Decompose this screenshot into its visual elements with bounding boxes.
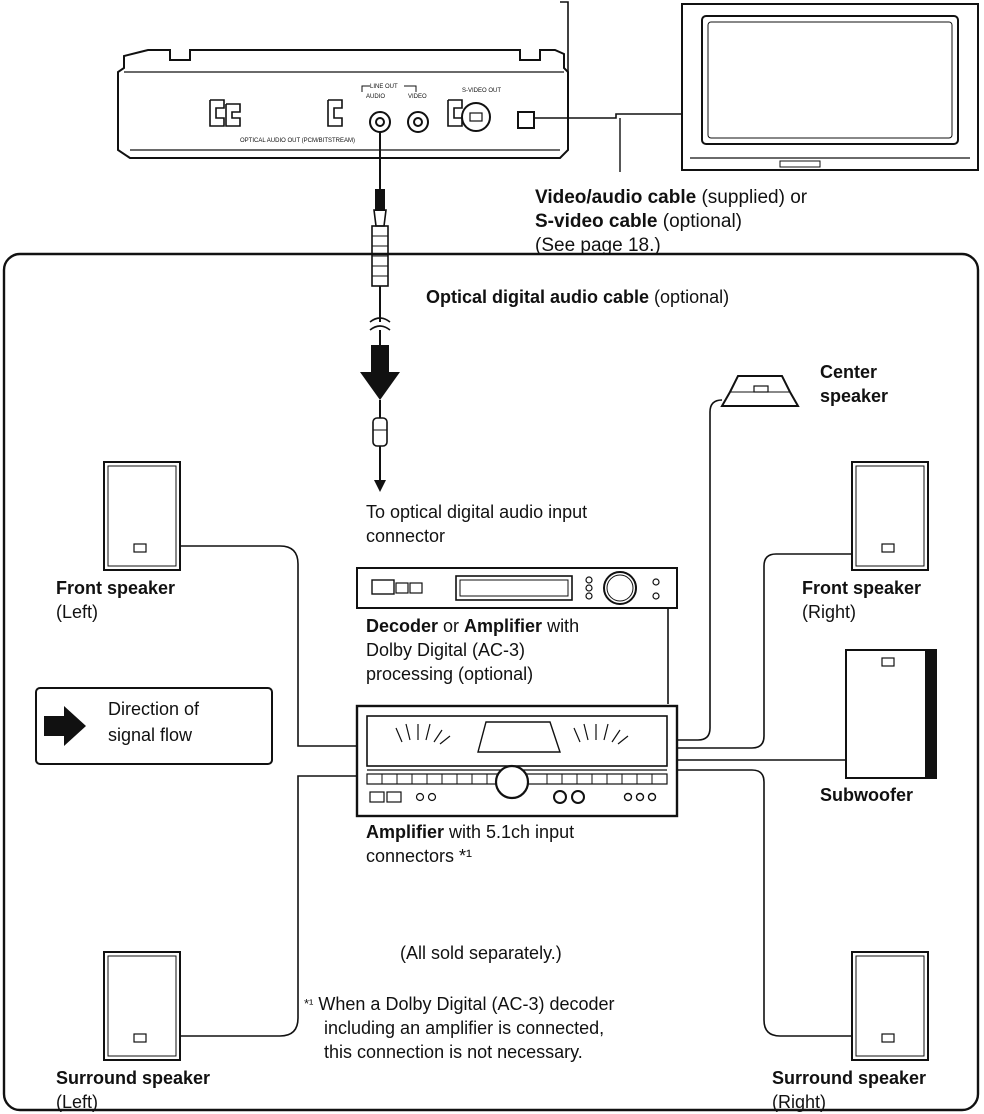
front-left-speaker bbox=[103, 461, 181, 571]
decoder-unit bbox=[356, 567, 678, 609]
optical-cable-name: Optical digital audio cable bbox=[426, 287, 650, 307]
surround-left-name: Surround speaker bbox=[56, 1068, 211, 1088]
center-speaker-label: Center speaker bbox=[820, 360, 888, 408]
surround-left-label: Surround speaker (Left) bbox=[56, 1066, 210, 1114]
legend-text: Direction of signal flow bbox=[108, 696, 199, 748]
footnote-marker: *¹ bbox=[304, 996, 314, 1011]
video-cable-label: Video/audio cable (supplied) or S-video … bbox=[535, 186, 807, 258]
decoder-name: Decoder bbox=[366, 616, 439, 636]
legend-line2: signal flow bbox=[108, 725, 193, 745]
footnote-line2: including an amplifier is connected, bbox=[324, 1018, 605, 1038]
amplifier-note: with 5.1ch input bbox=[444, 822, 575, 842]
center-label-line1: Center bbox=[820, 362, 878, 382]
subwoofer-speaker bbox=[845, 649, 937, 779]
decoder-amp-name: Amplifier bbox=[464, 616, 543, 636]
video-cable-note: (supplied) or bbox=[696, 187, 808, 208]
front-right-speaker bbox=[851, 461, 929, 571]
dvd-player-rear-panel: LINE OUT AUDIO VIDEO S-VIDEO OUT OPTICAL… bbox=[117, 49, 569, 159]
audio-label: AUDIO bbox=[366, 94, 385, 100]
signal-arrow-icon bbox=[360, 372, 400, 400]
front-right-label: Front speaker (Right) bbox=[802, 576, 921, 624]
optical-cable-label: Optical digital audio cable (optional) bbox=[426, 286, 729, 308]
decoder-with: with bbox=[542, 616, 580, 636]
footnote: *¹ When a Dolby Digital (AC-3) decoder i… bbox=[304, 992, 615, 1064]
amplifier-name: Amplifier bbox=[366, 822, 445, 842]
video-label: VIDEO bbox=[408, 94, 427, 100]
svideo-out-label: S-VIDEO OUT bbox=[462, 88, 501, 94]
decoder-line2: Dolby Digital (AC-3) bbox=[366, 640, 526, 660]
television bbox=[681, 3, 979, 171]
direction-arrow-icon bbox=[44, 706, 86, 746]
optical-out-label: OPTICAL AUDIO OUT (PCM/BITSTREAM) bbox=[240, 138, 355, 144]
optical-input-line2: connector bbox=[366, 526, 446, 546]
signal-flow-legend bbox=[35, 687, 273, 765]
front-left-side: (Left) bbox=[56, 602, 99, 622]
footnote-line1: When a Dolby Digital (AC-3) decoder bbox=[318, 994, 615, 1014]
decoder-label: Decoder or Amplifier with Dolby Digital … bbox=[366, 614, 579, 686]
decoder-or: or bbox=[438, 616, 465, 636]
front-right-side: (Right) bbox=[802, 602, 857, 622]
sold-separately-note: (All sold separately.) bbox=[400, 943, 562, 963]
amplifier-line2: connectors *¹ bbox=[366, 846, 473, 866]
svideo-cable-name: S-video cable bbox=[535, 211, 658, 232]
svideo-cable-note: (optional) bbox=[657, 211, 742, 232]
page-reference: (See page 18.) bbox=[535, 235, 661, 256]
surround-right-side: (Right) bbox=[772, 1092, 827, 1112]
system-frame bbox=[2, 252, 980, 1112]
amplifier-unit bbox=[355, 704, 679, 818]
line-out-label: LINE OUT bbox=[370, 84, 398, 90]
subwoofer-name: Subwoofer bbox=[820, 785, 913, 805]
amplifier-label: Amplifier with 5.1ch input connectors *¹ bbox=[366, 820, 574, 868]
front-right-name: Front speaker bbox=[802, 578, 922, 598]
subwoofer-label: Subwoofer bbox=[820, 784, 913, 806]
decoder-line3: processing (optional) bbox=[366, 664, 534, 684]
optical-cable-note: (optional) bbox=[649, 287, 730, 307]
speaker-wires bbox=[180, 399, 852, 1037]
front-left-name: Front speaker bbox=[56, 578, 176, 598]
legend-line1: Direction of bbox=[108, 699, 200, 719]
surround-right-label: Surround speaker (Right) bbox=[772, 1066, 926, 1114]
center-label-line2: speaker bbox=[820, 386, 889, 406]
surround-right-name: Surround speaker bbox=[772, 1068, 927, 1088]
center-speaker bbox=[720, 375, 800, 407]
optical-input-line1: To optical digital audio input bbox=[366, 502, 588, 522]
surround-left-side: (Left) bbox=[56, 1092, 99, 1112]
video-cable bbox=[534, 1, 682, 119]
footnote-line3: this connection is not necessary. bbox=[324, 1042, 583, 1062]
video-audio-cable-name: Video/audio cable bbox=[535, 187, 697, 208]
optical-cable bbox=[360, 132, 400, 492]
front-left-label: Front speaker (Left) bbox=[56, 576, 175, 624]
surround-right-speaker bbox=[851, 951, 929, 1061]
surround-left-speaker bbox=[103, 951, 181, 1061]
optical-input-label: To optical digital audio input connector bbox=[366, 500, 587, 548]
